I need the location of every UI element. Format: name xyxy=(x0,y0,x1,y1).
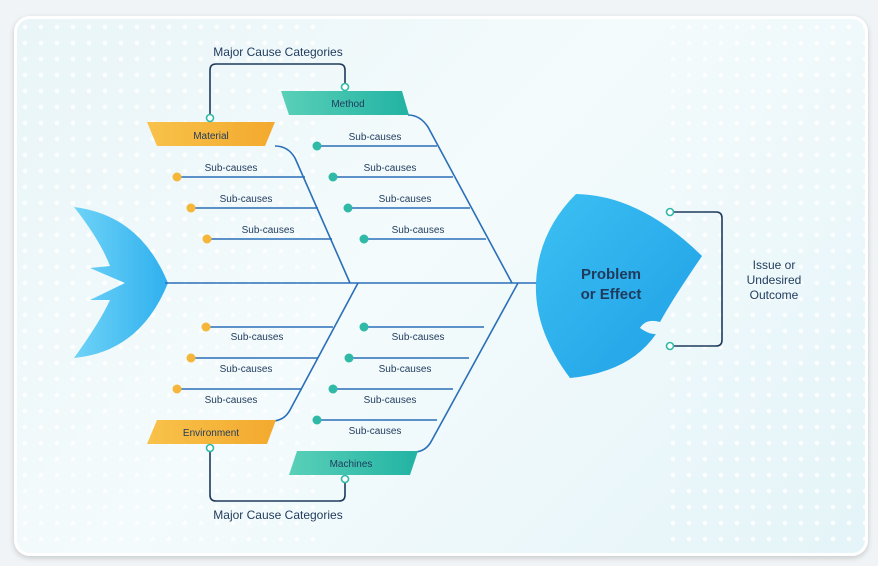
category-material: Material xyxy=(147,122,275,146)
subcause-label: Sub-causes xyxy=(379,364,432,375)
category-machines-label: Machines xyxy=(330,459,373,470)
subcause-label: Sub-causes xyxy=(364,163,417,174)
outcome-line-3: Outcome xyxy=(750,288,799,302)
outcome-line-2: Undesired xyxy=(747,273,802,287)
subcause-label: Sub-causes xyxy=(220,364,273,375)
subcause-label: Sub-causes xyxy=(231,332,284,343)
category-method-label: Method xyxy=(331,99,364,110)
bottom-bracket xyxy=(209,448,346,502)
fish-tail xyxy=(74,207,168,358)
outcome-line-1: Issue or xyxy=(753,258,796,272)
category-environment-label: Environment xyxy=(183,428,239,439)
subcause-label: Sub-causes xyxy=(242,225,295,236)
subcause-label: Sub-causes xyxy=(349,132,402,143)
subcause-label: Sub-causes xyxy=(205,163,258,174)
subcause-label: Sub-causes xyxy=(379,194,432,205)
subcause-dots-orange xyxy=(172,172,212,394)
bones-method xyxy=(319,114,513,284)
subcause-label: Sub-causes xyxy=(220,194,273,205)
category-machines: Machines xyxy=(289,451,418,475)
subcause-label: Sub-causes xyxy=(392,225,445,236)
top-bracket xyxy=(209,63,346,118)
subcause-label: Sub-causes xyxy=(364,395,417,406)
outcome-bracket xyxy=(670,211,723,347)
subcause-label: Sub-causes xyxy=(349,426,402,437)
footer-label: Major Cause Categories xyxy=(213,508,342,522)
diagram-frame xyxy=(14,16,868,556)
head-text-line-1: Problem xyxy=(581,266,641,283)
subcause-dots-teal xyxy=(312,141,369,425)
category-method: Method xyxy=(281,91,409,115)
subcause-label: Sub-causes xyxy=(205,395,258,406)
dot-pattern-right xyxy=(665,19,865,553)
category-material-label: Material xyxy=(193,131,229,142)
category-environment: Environment xyxy=(147,420,276,444)
subcause-labels: Sub-causes Sub-causes Sub-causes Sub-cau… xyxy=(205,132,445,437)
head-text-line-2: or Effect xyxy=(581,286,642,303)
header-label: Major Cause Categories xyxy=(213,45,342,59)
fish-head xyxy=(535,194,702,378)
dot-pattern-left xyxy=(17,19,317,553)
bones-material xyxy=(180,145,351,284)
subcause-label: Sub-causes xyxy=(392,332,445,343)
